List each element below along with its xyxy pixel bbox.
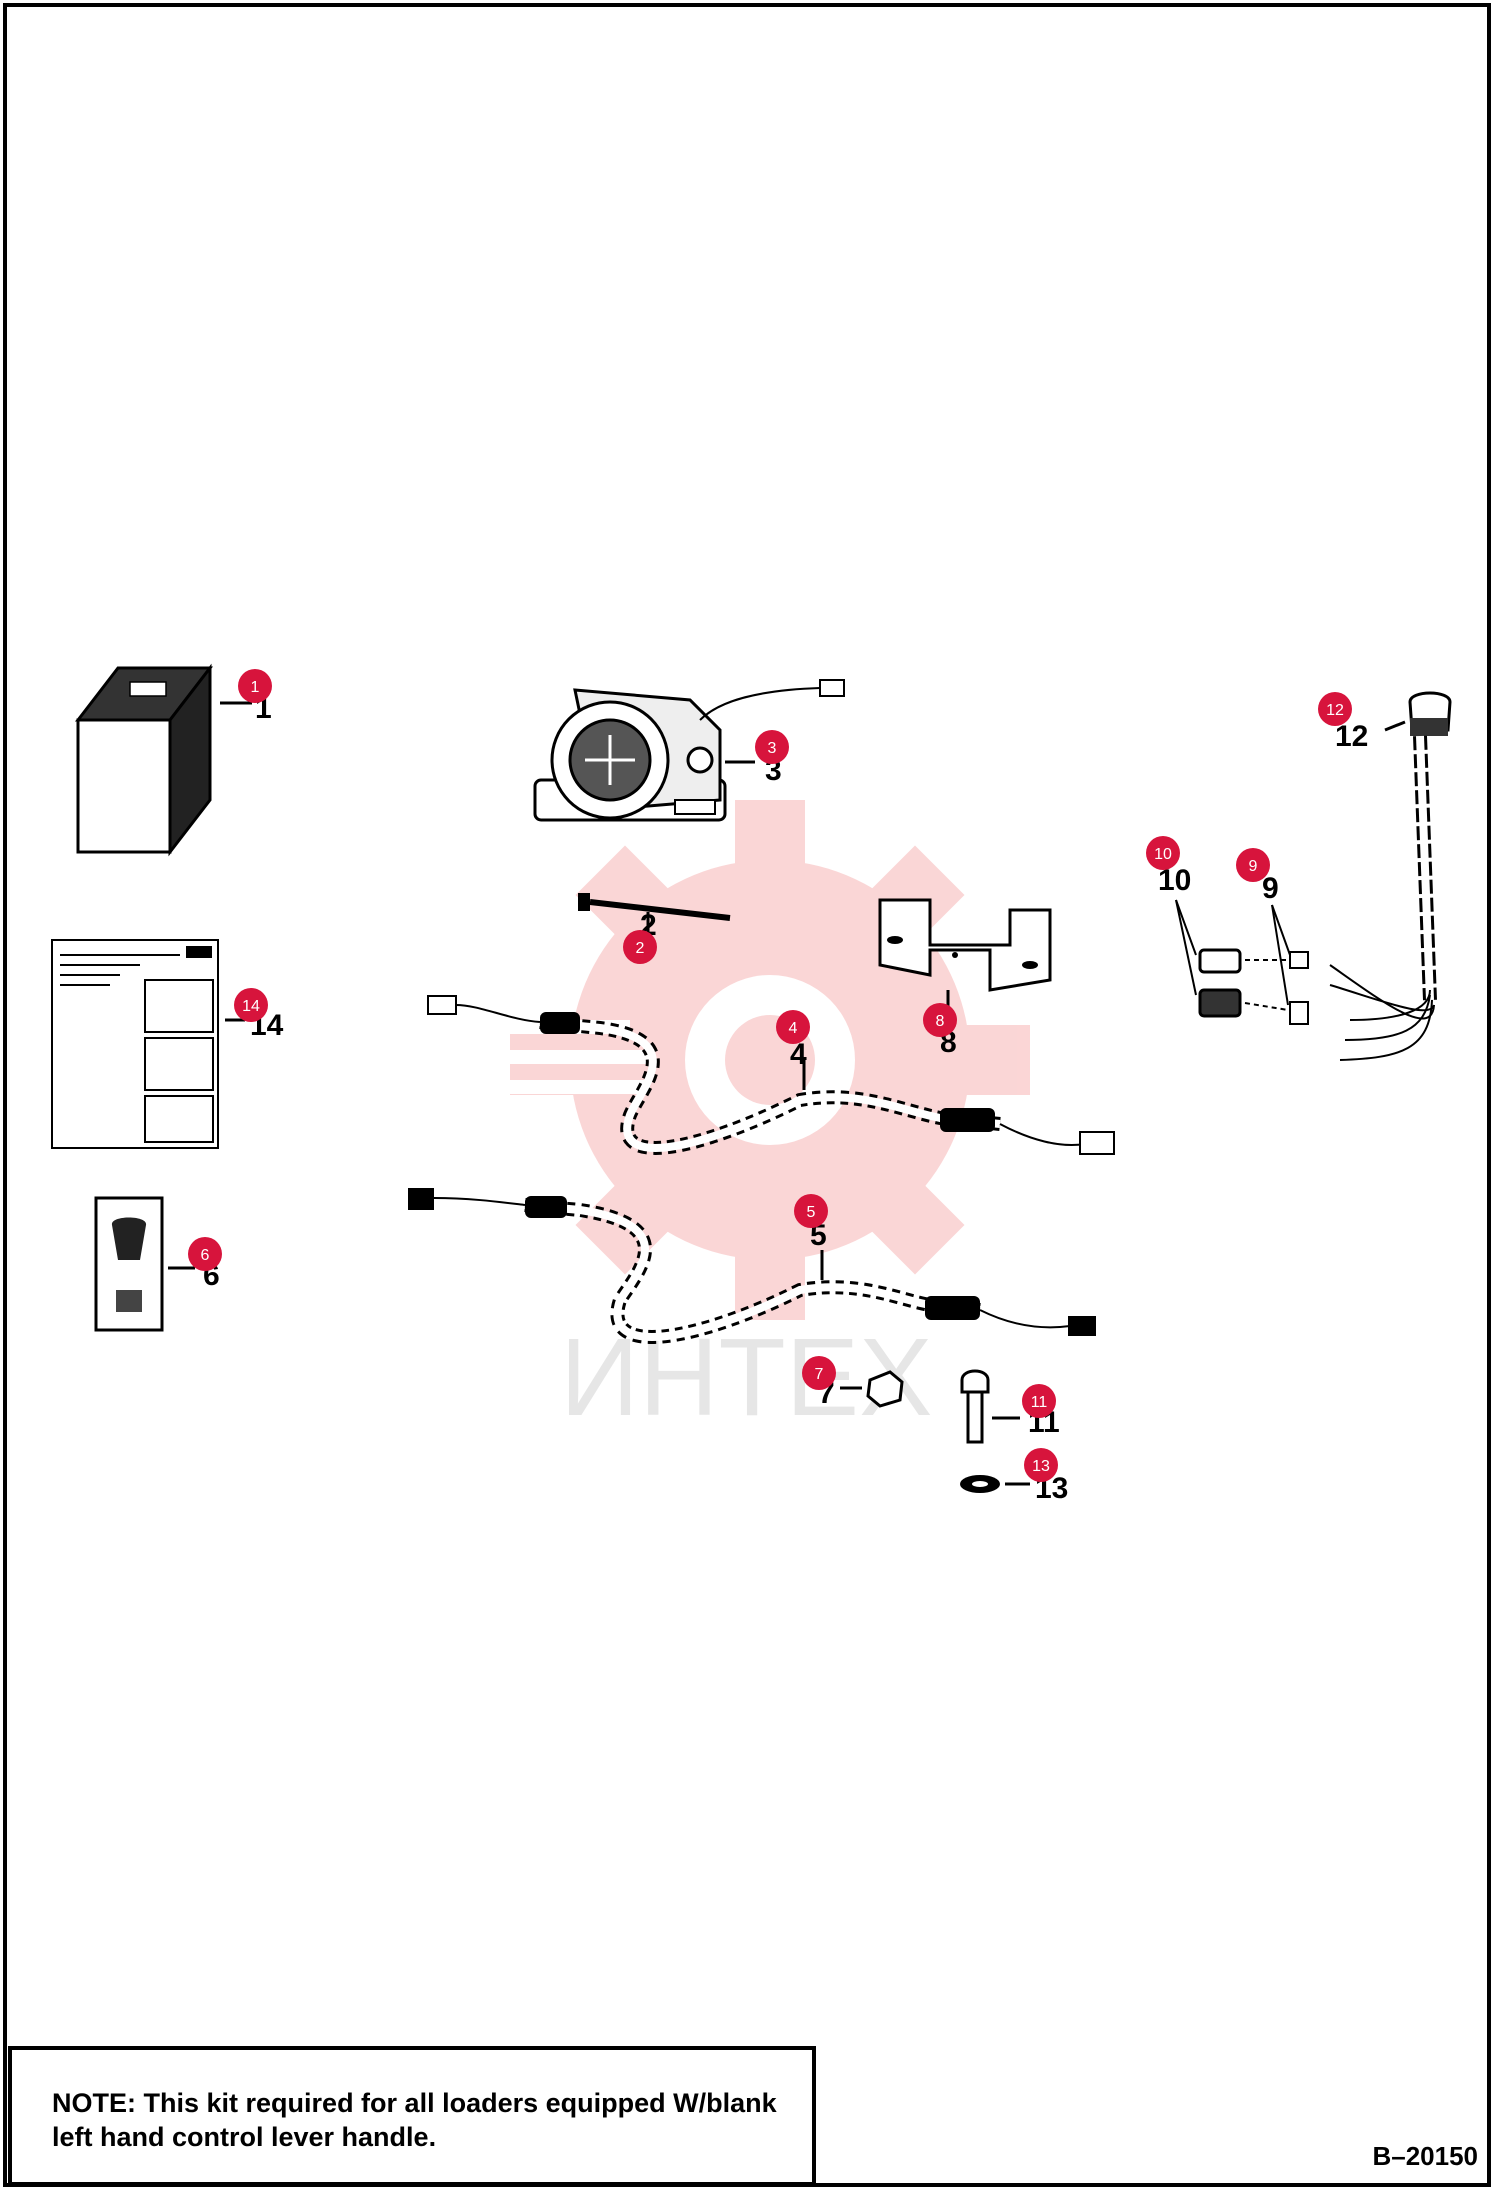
svg-text:13: 13 bbox=[1032, 1458, 1050, 1475]
callout-number-12: 12 bbox=[1335, 720, 1368, 753]
part-1-box bbox=[74, 663, 214, 857]
note-body: This kit required for all loaders equipp… bbox=[52, 2088, 777, 2152]
part-2-cable-tie bbox=[578, 893, 731, 935]
callout-number-9: 9 bbox=[1262, 872, 1279, 905]
part-12-switch bbox=[1329, 691, 1452, 1061]
marker-3[interactable]: 3 bbox=[755, 730, 789, 764]
part-10-terminals bbox=[1175, 899, 1242, 1018]
part-11-bolt bbox=[960, 1369, 1020, 1444]
note-label: NOTE: bbox=[52, 2088, 136, 2118]
svg-text:6: 6 bbox=[201, 1247, 210, 1264]
part-7-nut bbox=[840, 1370, 904, 1408]
part-8-bracket bbox=[878, 898, 1052, 1010]
svg-text:11: 11 bbox=[1031, 1394, 1048, 1411]
note-box: NOTE: This kit required for all loaders … bbox=[8, 2046, 816, 2186]
marker-13[interactable]: 13 bbox=[1024, 1448, 1058, 1482]
marker-9[interactable]: 9 bbox=[1236, 848, 1270, 882]
part-9-clips bbox=[1244, 904, 1309, 1025]
note-text: NOTE: This kit required for all loaders … bbox=[52, 2086, 792, 2154]
part-3-alarm bbox=[533, 679, 845, 822]
part-14-instructions bbox=[51, 939, 245, 1149]
part-5-harness bbox=[408, 1188, 1096, 1344]
svg-text:10: 10 bbox=[1154, 846, 1172, 863]
marker-12[interactable]: 12 bbox=[1318, 692, 1352, 726]
marker-6[interactable]: 6 bbox=[188, 1237, 222, 1271]
svg-text:12: 12 bbox=[1326, 702, 1344, 719]
part-6-decal bbox=[94, 1196, 195, 1332]
part-13-washer bbox=[960, 1475, 1030, 1493]
svg-text:7: 7 bbox=[815, 1366, 824, 1383]
marker-1[interactable]: 1 bbox=[238, 669, 272, 703]
marker-4[interactable]: 4 bbox=[776, 1010, 810, 1044]
svg-text:2: 2 bbox=[636, 940, 645, 957]
svg-text:1: 1 bbox=[251, 679, 260, 696]
svg-text:14: 14 bbox=[242, 998, 260, 1015]
svg-text:5: 5 bbox=[807, 1204, 816, 1221]
marker-11[interactable]: 11 bbox=[1022, 1384, 1056, 1418]
svg-text:4: 4 bbox=[789, 1020, 798, 1037]
svg-text:8: 8 bbox=[936, 1013, 945, 1030]
drawing-id: B–20150 bbox=[1372, 2141, 1478, 2171]
svg-text:3: 3 bbox=[768, 740, 777, 757]
marker-2[interactable]: 2 bbox=[623, 930, 657, 964]
marker-10[interactable]: 10 bbox=[1146, 836, 1180, 870]
marker-5[interactable]: 5 bbox=[794, 1194, 828, 1228]
marker-8[interactable]: 8 bbox=[923, 1003, 957, 1037]
part-4-harness bbox=[427, 995, 1115, 1155]
watermark-gear-icon bbox=[480, 800, 1030, 1320]
callout-number-4: 4 bbox=[790, 1038, 807, 1071]
svg-text:9: 9 bbox=[1249, 858, 1258, 875]
marker-bubbles: 1 2 3 4 5 6 7 8 9 10 11 12 13 14 bbox=[188, 669, 1352, 1482]
marker-7[interactable]: 7 bbox=[802, 1356, 836, 1390]
marker-14[interactable]: 14 bbox=[234, 988, 268, 1022]
